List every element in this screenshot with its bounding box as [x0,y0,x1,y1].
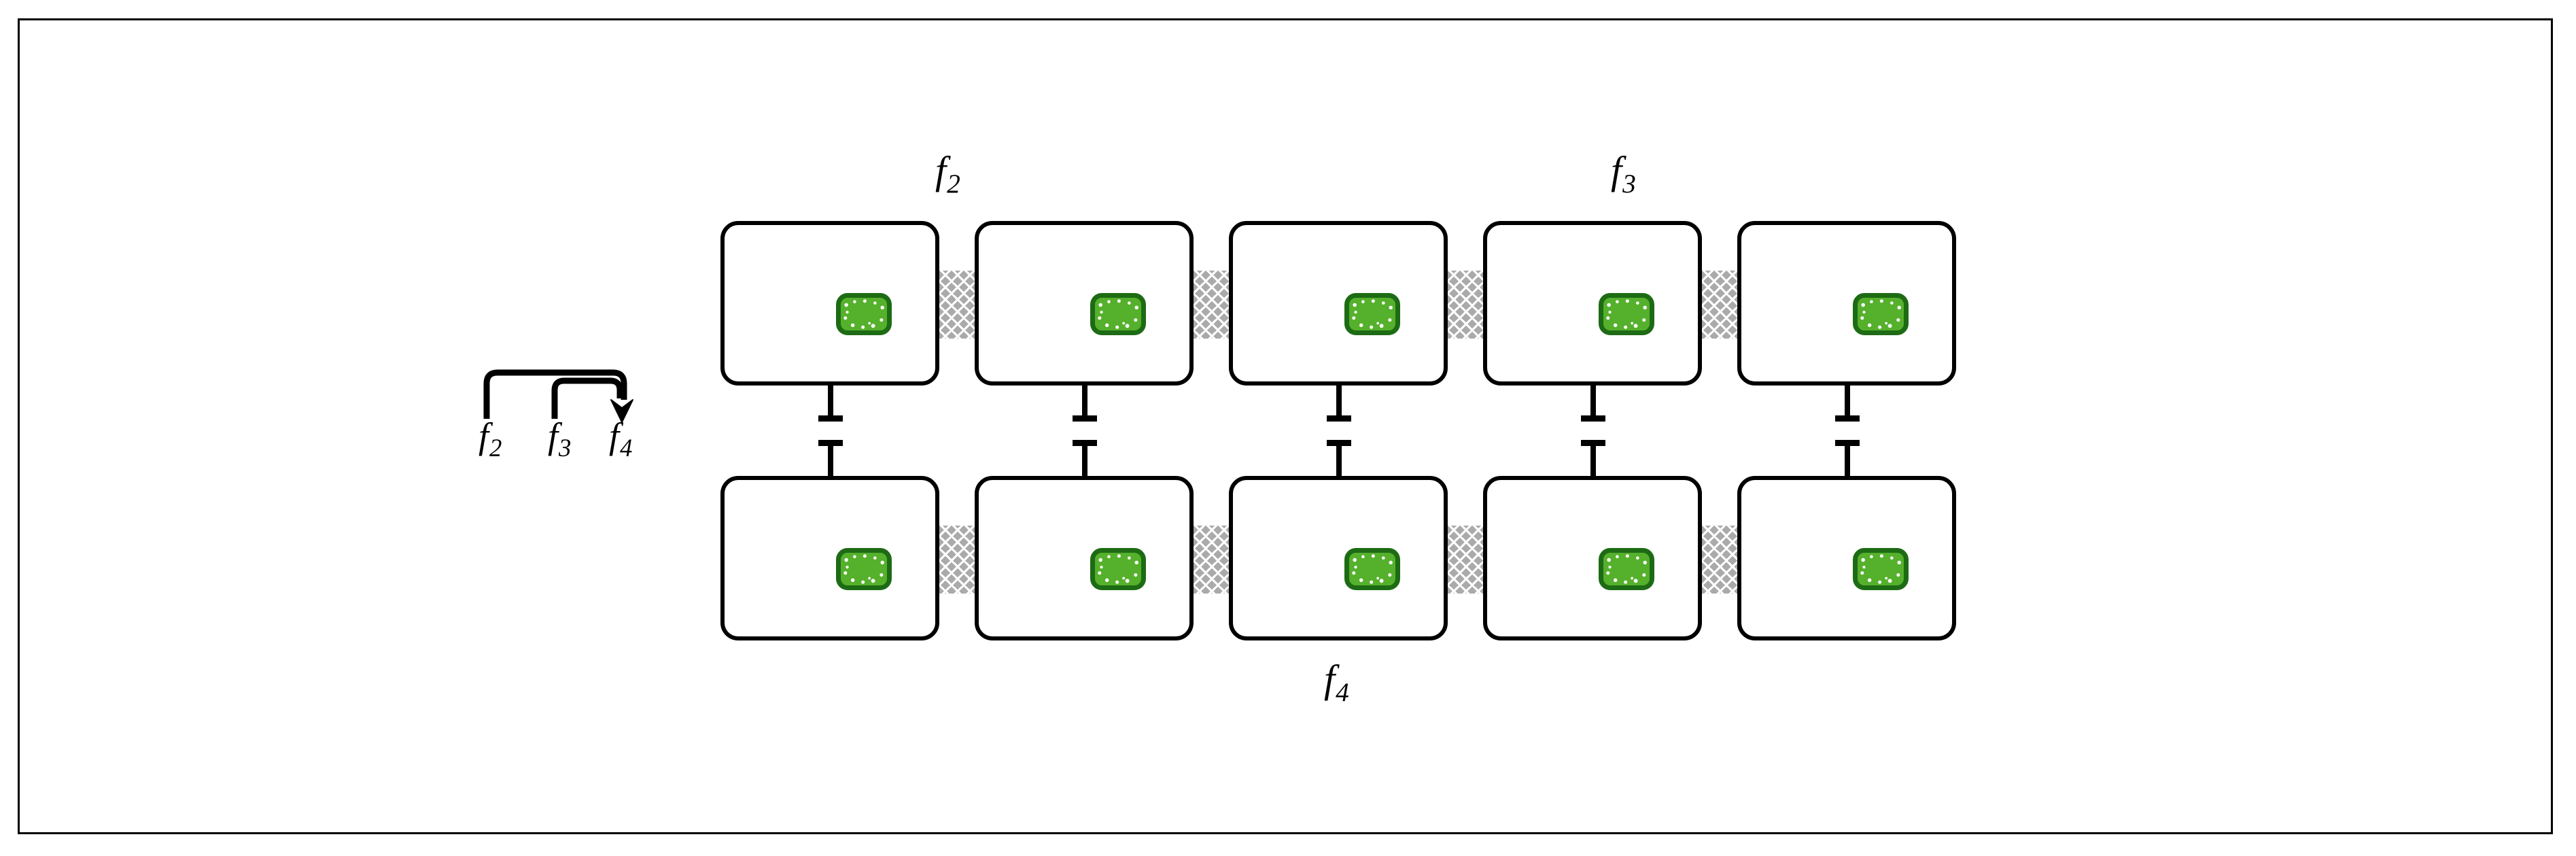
t-bar-lower [1835,440,1860,446]
vertical-link-column-4 [1581,386,1605,476]
t-stem-lower [1336,443,1342,476]
f3-base: f [1611,148,1622,192]
horizontal-connector-top-4-5 [1702,271,1737,339]
legend: f2 f3 f4 [476,352,673,481]
cell-box [1737,221,1956,386]
green-pill [1344,548,1400,590]
legend-label-f2: f2 [478,417,502,461]
cell-bottom-1[interactable] [720,476,975,640]
cell-box [1737,476,1956,640]
t-stem-upper [1590,386,1596,418]
legend-f2-base: f [478,415,489,456]
legend-label-f4: f4 [609,417,632,461]
figure-outer-frame [18,18,2553,834]
t-stem-upper [828,386,833,418]
horizontal-connector-top-1-2 [939,271,975,339]
t-bar-upper [1327,415,1351,422]
green-pill [1599,293,1654,335]
cell-top-5[interactable] [1737,221,1956,386]
f4-base: f [1324,657,1336,701]
green-pill [1599,548,1654,590]
legend-labels: f2 f3 f4 [476,417,673,481]
cell-box [975,221,1194,386]
f4-sub: 4 [1336,677,1349,708]
t-bar-upper [818,415,843,422]
green-pill [836,293,892,335]
t-stem-upper [1336,386,1342,418]
t-bar-upper [1073,415,1097,422]
legend-f3-base: f [548,415,559,456]
cell-box [720,221,939,386]
green-pill [1853,293,1909,335]
cell-bottom-4[interactable] [1483,476,1737,640]
horizontal-connector-bottom-3-4 [1448,526,1483,594]
t-stem-lower [1082,443,1087,476]
t-bar-upper [1835,415,1860,422]
green-pill [1090,293,1146,335]
legend-arc-arrow-icon [483,369,633,423]
cell-bottom-3[interactable] [1229,476,1483,640]
cell-bottom-2[interactable] [975,476,1229,640]
cell-box [1483,476,1702,640]
green-pill [1344,293,1400,335]
t-stem-upper [1845,386,1850,418]
green-pill [836,548,892,590]
t-stem-lower [828,443,833,476]
vertical-link-column-2 [1073,386,1097,476]
cell-top-2[interactable] [975,221,1229,386]
t-bar-lower [818,440,843,446]
cell-box [1229,476,1448,640]
legend-f2-sub: 2 [489,434,502,462]
horizontal-connector-bottom-4-5 [1702,526,1737,594]
cell-box [975,476,1194,640]
t-bar-lower [1581,440,1605,446]
cell-top-4[interactable] [1483,221,1737,386]
cell-top-1[interactable] [720,221,975,386]
cell-top-3[interactable] [1229,221,1483,386]
annotation-label-f2: f2 [935,151,960,198]
t-stem-upper [1082,386,1087,418]
cell-box [1229,221,1448,386]
cell-box [720,476,939,640]
f2-base: f [935,148,947,192]
vertical-link-column-1 [818,386,843,476]
t-bar-lower [1327,440,1351,446]
t-stem-lower [1590,443,1596,476]
legend-f3-sub: 3 [559,434,572,462]
legend-f4-base: f [609,415,620,456]
vertical-link-column-3 [1327,386,1351,476]
legend-label-f3: f3 [548,417,571,461]
annotation-label-f4: f4 [1324,660,1349,706]
horizontal-connector-bottom-1-2 [939,526,975,594]
green-pill [1853,548,1909,590]
t-bar-upper [1581,415,1605,422]
f3-sub: 3 [1622,169,1636,199]
cell-bottom-5[interactable] [1737,476,1956,640]
annotation-label-f3: f3 [1611,151,1636,198]
horizontal-connector-bottom-2-3 [1194,526,1229,594]
horizontal-connector-top-2-3 [1194,271,1229,339]
vertical-link-column-5 [1835,386,1860,476]
cell-box [1483,221,1702,386]
t-stem-lower [1845,443,1850,476]
t-bar-lower [1073,440,1097,446]
horizontal-connector-top-3-4 [1448,271,1483,339]
legend-f4-sub: 4 [620,434,633,462]
green-pill [1090,548,1146,590]
f2-sub: 2 [947,169,960,199]
